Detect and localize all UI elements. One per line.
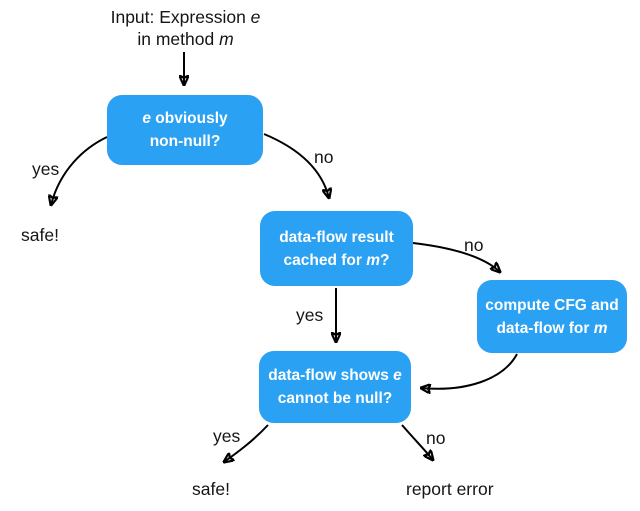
input-caption: Input: Expression e in method m xyxy=(88,6,283,50)
edge-label-no-top-right: no xyxy=(314,147,334,167)
edge-label-no-mid-right: no xyxy=(464,235,484,255)
edge-label-no-bottom-right: no xyxy=(426,428,446,448)
terminal-report-error: report error xyxy=(406,479,494,499)
node-text: cached for xyxy=(283,251,367,269)
terminal-safe-bottom: safe! xyxy=(192,479,230,499)
node-cache-check-label: data-flow result cached for m? xyxy=(279,226,394,272)
node-compute-cfg-line2: data-flow for m xyxy=(485,317,618,340)
node-obviously-nonnull-label: e obviously non-null? xyxy=(142,107,227,153)
edge-label-yes-bottom-left: yes xyxy=(213,426,241,446)
node-cache-check: data-flow result cached for m? xyxy=(260,211,413,286)
node-obviously-nonnull: e obviously non-null? xyxy=(107,95,263,165)
var-e: e xyxy=(393,367,402,384)
edge-label-yes-top-left: yes xyxy=(32,159,60,179)
node-text: data-flow for xyxy=(496,319,594,337)
var-m: m xyxy=(593,319,608,337)
node-text: ? xyxy=(380,251,390,269)
input-caption-line2: in method m xyxy=(88,28,283,50)
input-caption-text: Input: Expression xyxy=(110,7,251,27)
terminal-safe-left: safe! xyxy=(21,225,59,245)
edge-compute-to-null-check-arrow xyxy=(421,353,518,389)
node-obviously-nonnull-line1: e obviously xyxy=(142,107,227,130)
var-e: e xyxy=(142,110,151,127)
node-text: data-flow shows xyxy=(268,367,394,384)
edge-label-yes-mid: yes xyxy=(296,305,324,325)
node-null-check-line2: cannot be null? xyxy=(277,390,393,407)
input-caption-var-m: m xyxy=(219,29,234,49)
var-m: m xyxy=(366,251,380,269)
node-null-check-line1: data-flow shows e xyxy=(268,364,402,387)
edge-yes-to-safe-left-arrow xyxy=(51,136,108,205)
node-compute-cfg-label: compute CFG and data-flow for m xyxy=(485,294,618,340)
node-compute-cfg-line1: compute CFG and xyxy=(485,296,619,314)
input-caption-var-e: e xyxy=(250,7,261,27)
edge-no-to-compute-cfg-arrow xyxy=(412,242,500,272)
node-null-check: data-flow shows e cannot be null? xyxy=(259,351,411,423)
node-cache-check-line1: data-flow result xyxy=(279,228,394,246)
node-compute-cfg: compute CFG and data-flow for m xyxy=(477,280,627,353)
node-obviously-nonnull-line2: non-null? xyxy=(149,133,221,150)
node-cache-check-line2: cached for m? xyxy=(279,249,394,272)
input-caption-text2: in method xyxy=(137,29,220,49)
node-null-check-label: data-flow shows e cannot be null? xyxy=(268,364,402,410)
node-text: obviously xyxy=(150,110,228,127)
input-caption-line1: Input: Expression e xyxy=(88,6,283,28)
